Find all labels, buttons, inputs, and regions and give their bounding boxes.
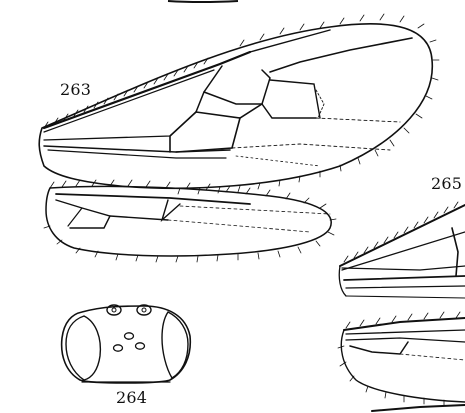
forewing-265-vein-b: [341, 265, 465, 271]
radial-vein: [269, 37, 413, 73]
faint-vein-4: [235, 155, 321, 167]
head-264: [60, 304, 192, 384]
stigma: [209, 29, 331, 69]
medial-vein: [43, 111, 197, 141]
hindwing-265-vein-1: [345, 329, 465, 335]
antennal-socket-right: [136, 304, 152, 316]
top-fragment: [167, 0, 239, 3]
median-ocellus: [123, 332, 135, 340]
forewing-fringe: [43, 13, 440, 195]
lateral-ocellus-left: [112, 344, 124, 352]
faint-vein-3: [315, 89, 325, 119]
figure-label-264: 264: [116, 388, 148, 407]
forewing-265-lower: [343, 275, 465, 281]
hindwing-fringe: [43, 179, 337, 263]
cell-5: [175, 117, 241, 153]
hindwing-265-fringe: [345, 311, 461, 329]
hindwing-265-lower-fringe: [337, 345, 445, 407]
forewing-outline: [38, 23, 434, 190]
forewing-265-lower-3: [345, 295, 465, 299]
forewing-263: [38, 13, 440, 195]
forewing-265-fringe: [343, 201, 459, 263]
anal-vein: [47, 149, 227, 159]
hindwing-vein-3: [69, 215, 111, 229]
figure-label-265: 265: [431, 174, 463, 193]
cell-4: [261, 103, 317, 119]
left-eye: [65, 315, 102, 381]
hindwing-vein-1: [55, 199, 169, 221]
head-outline: [60, 305, 192, 384]
hindwing-265-outline: [340, 329, 465, 403]
hindwing-263: [43, 179, 337, 263]
cell-1: [203, 69, 271, 105]
forewing-265-lower-2: [345, 285, 465, 289]
hindwing-265-vein-2: [345, 337, 465, 343]
cross-vein-1: [195, 65, 223, 113]
cell-3: [269, 79, 321, 119]
forewing-265-subcosta: [341, 231, 465, 271]
antennal-socket-left: [106, 304, 122, 316]
hindwing-dotted-1: [179, 205, 331, 215]
forewing-265-base: [338, 265, 347, 297]
forewing-265-vein-a: [451, 227, 459, 277]
hindwing-265-dotted: [399, 353, 465, 361]
cell-2: [195, 103, 263, 119]
subcostal-vein: [43, 69, 215, 133]
faint-vein-2: [231, 143, 391, 151]
figure-label-263: 263: [60, 80, 92, 99]
lateral-ocellus-right: [134, 342, 146, 350]
bottom-fragment: [371, 404, 465, 412]
hindwing-265-top: [343, 317, 465, 331]
cubital-vein: [43, 145, 231, 153]
hindwing-costa: [55, 193, 251, 205]
hindwing-outline: [45, 185, 332, 257]
forewing-265-costa: [339, 204, 465, 267]
hindwing-vein-2: [67, 207, 83, 227]
forewing-265: [338, 201, 465, 299]
hindwing-265-cell: [349, 341, 409, 355]
faint-vein-1: [315, 117, 401, 123]
hindwing-vein-4: [160, 199, 181, 223]
hindwing-265: [337, 311, 465, 412]
hindwing-dotted-2: [167, 219, 311, 233]
right-eye: [161, 311, 189, 379]
